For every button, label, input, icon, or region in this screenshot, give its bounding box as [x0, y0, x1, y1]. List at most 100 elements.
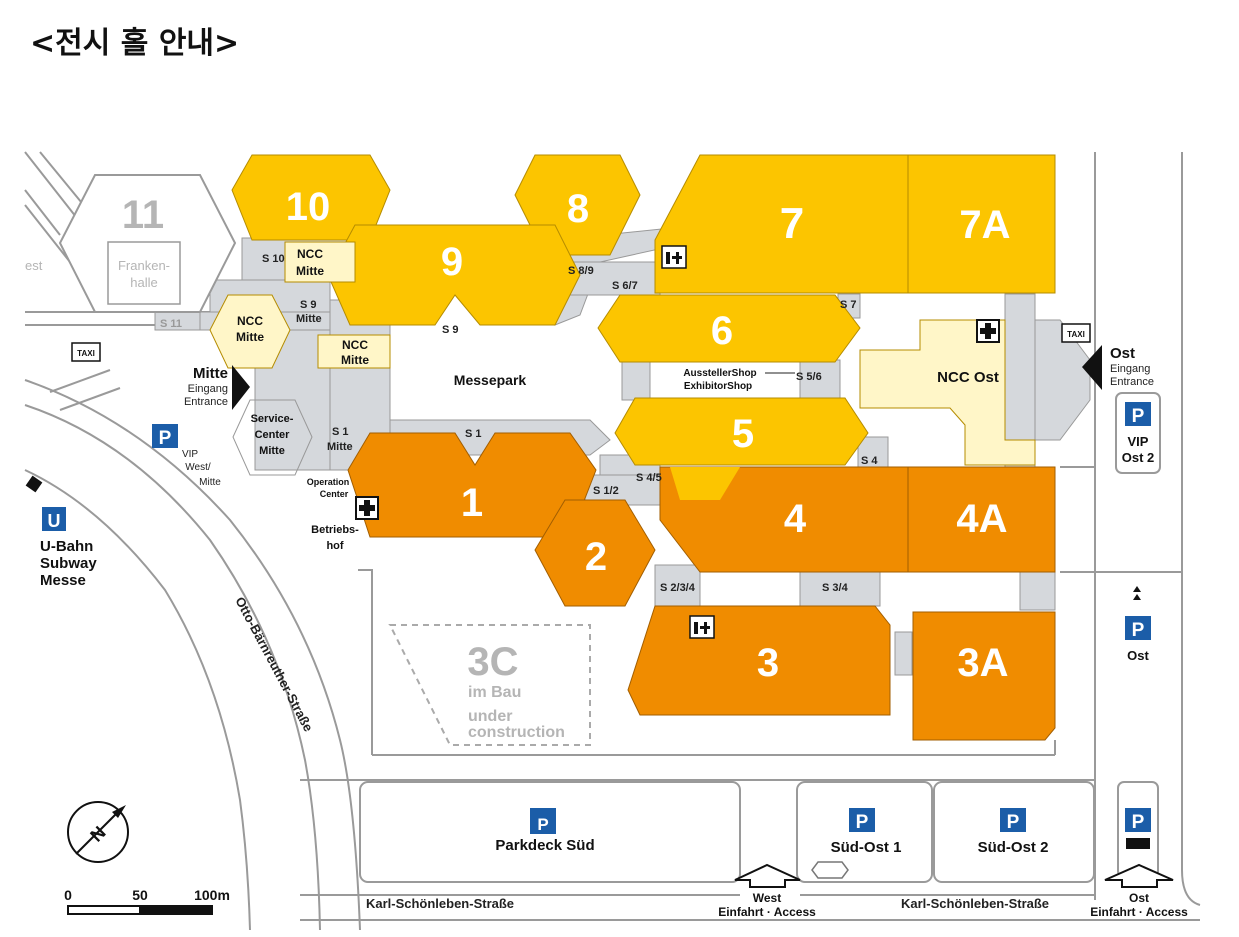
walkway-s10: S 10 [262, 253, 285, 265]
walkway-s6-7: S 6/7 [612, 280, 638, 292]
walkway-s5-6: S 5/6 [796, 371, 822, 383]
parking-bus[interactable]: P [1125, 808, 1151, 849]
parking-symbol: P [1132, 620, 1145, 641]
booth-icon [811, 861, 849, 879]
hall-7a[interactable] [907, 154, 1056, 294]
hall-label-1: 1 [461, 481, 483, 525]
ubahn-label-1: U-Bahn [40, 538, 93, 555]
parking-vip-west-3: Mitte [199, 477, 221, 488]
access-ost[interactable]: Ost Einfahrt · Access [1090, 863, 1188, 919]
service-center-hex[interactable] [232, 399, 313, 476]
hall-2[interactable] [534, 499, 656, 607]
page-title: <전시 홀 안내> [30, 26, 240, 61]
hall-6[interactable] [597, 294, 861, 363]
parking-symbol: P [1132, 406, 1145, 427]
ubahn-station[interactable]: U U-Bahn Subway Messe [25, 475, 98, 589]
hall-numbers: 10 8 7 7A 9 6 5 4 4A 1 2 3 3A 11 3C [122, 185, 1011, 685]
parking-ost-label: Ost [1127, 648, 1149, 663]
parking-vip-ost2-1: VIP [1128, 434, 1149, 449]
hall-7[interactable] [654, 154, 909, 294]
parking-sign-icon [1000, 808, 1026, 832]
hall-3a[interactable] [912, 611, 1056, 741]
parking-vip-ost2-2: Ost 2 [1122, 450, 1155, 465]
ncc-ost[interactable] [859, 319, 1036, 466]
hall-5[interactable] [614, 397, 869, 466]
walkway-s7: S 7 [840, 299, 857, 311]
walkway-s3-4: S 3/4 [822, 582, 849, 594]
construction-label-1: im Bau [468, 684, 521, 701]
walkway-s1-mitte: S 1 [332, 426, 349, 438]
parking-vip-west-2: West/ [185, 462, 211, 473]
hall-4a[interactable] [907, 466, 1056, 573]
scale-100: 100m [194, 887, 230, 903]
parking-ost[interactable]: P Ost [1125, 586, 1151, 663]
entrance-ost-name: Ost [1110, 345, 1135, 362]
parking-sued-ost-1[interactable]: P Süd-Ost 1 [811, 808, 902, 879]
parking-vip-west[interactable]: P VIP West/ Mitte [152, 424, 221, 488]
walkway-s9-mitte-sub: Mitte [296, 313, 322, 325]
entrance-ost[interactable]: Ost Eingang Entrance [1082, 345, 1154, 390]
ncc-mitte-label-3a: NCC [342, 338, 368, 352]
taxi-stand-mitte[interactable]: TAXI [71, 342, 101, 362]
parking-vip-ost2[interactable]: P VIP Ost 2 [1122, 402, 1155, 465]
entrance-mitte-name: Mitte [193, 365, 228, 382]
west-fragment-label: est [25, 258, 43, 273]
exhibitor-shop-label-1: AusstellerShop [683, 368, 756, 379]
ncc-mitte-label-1b: Mitte [296, 264, 324, 278]
hall-label-3: 3 [757, 641, 779, 685]
street-karl-schoenleben-left: Karl-Schönleben-Straße [366, 896, 514, 911]
parking-parkdeck-sued[interactable]: P Parkdeck Süd [495, 808, 595, 854]
yellow-halls [231, 154, 1056, 466]
subway-entrance-marker [25, 475, 43, 493]
service-center-label-3: Mitte [259, 445, 285, 457]
parking-sign-icon [1125, 808, 1151, 832]
parking-sued-ost-2-label: Süd-Ost 2 [978, 839, 1049, 856]
parking-parkdeck-label: Parkdeck Süd [495, 837, 594, 854]
bus-icon [1126, 838, 1150, 849]
entrance-mitte[interactable]: Mitte Eingang Entrance [184, 365, 250, 410]
hall-label-10: 10 [286, 185, 331, 229]
bus-arrows-icon [1133, 586, 1141, 592]
walkway-s1: S 1 [465, 428, 482, 440]
subway-sign-icon [42, 507, 66, 531]
walkway-s9-mitte: S 9 [300, 299, 317, 311]
ncc-mitte-label-1a: NCC [297, 247, 323, 261]
orange-halls [347, 432, 1056, 741]
hall-3c-construction[interactable] [388, 624, 591, 746]
street-karl-schoenleben-right: Karl-Schönleben-Straße [901, 896, 1049, 911]
frankenhalle-label-1: Franken- [118, 258, 170, 273]
ncc-mitte-hex[interactable] [209, 294, 291, 369]
parking-sign-icon [152, 424, 178, 448]
parking-symbol: P [1132, 812, 1145, 833]
operation-center-label-1: Operation [307, 477, 350, 487]
access-west[interactable]: West Einfahrt · Access [718, 863, 816, 919]
hall-label-6: 6 [711, 309, 733, 353]
messepark-label: Messepark [454, 372, 527, 388]
place-labels: Franken- halle est NCC Mitte NCC Mitte N… [25, 247, 999, 741]
walkway-s4: S 4 [861, 455, 878, 467]
walkway-s1-2: S 1/2 [593, 485, 619, 497]
ncc-mitte-box-top[interactable] [284, 241, 356, 283]
betriebshof-label-2: hof [326, 540, 343, 552]
first-aid-cross-icon [976, 319, 1000, 343]
access-west-sub: Einfahrt · Access [718, 905, 816, 919]
parking-symbol: P [1007, 812, 1020, 833]
parking-symbol: P [159, 428, 172, 449]
parking-sued-ost-1-label: Süd-Ost 1 [831, 839, 902, 856]
frankenhalle-box [107, 241, 181, 305]
taxi-stand-ost[interactable]: TAXI [1061, 323, 1091, 343]
hall-9[interactable] [327, 224, 581, 326]
access-west-name: West [753, 891, 781, 905]
entrance-ost-sub2: Entrance [1110, 376, 1154, 388]
ncc-mitte-box-bottom[interactable] [317, 334, 391, 369]
parking-sign-icon [849, 808, 875, 832]
bus-arrows-icon-2 [1133, 594, 1141, 600]
hall-5-overlap-strip [670, 467, 740, 500]
scale-0: 0 [64, 887, 72, 903]
parking-sued-ost-2[interactable]: P Süd-Ost 2 [978, 808, 1049, 856]
compass-north-icon: N [67, 801, 129, 863]
walkway-s2-3-4: S 2/3/4 [660, 582, 696, 594]
scale-50: 50 [132, 887, 148, 903]
ncc-mitte-label-3b: Mitte [341, 353, 369, 367]
